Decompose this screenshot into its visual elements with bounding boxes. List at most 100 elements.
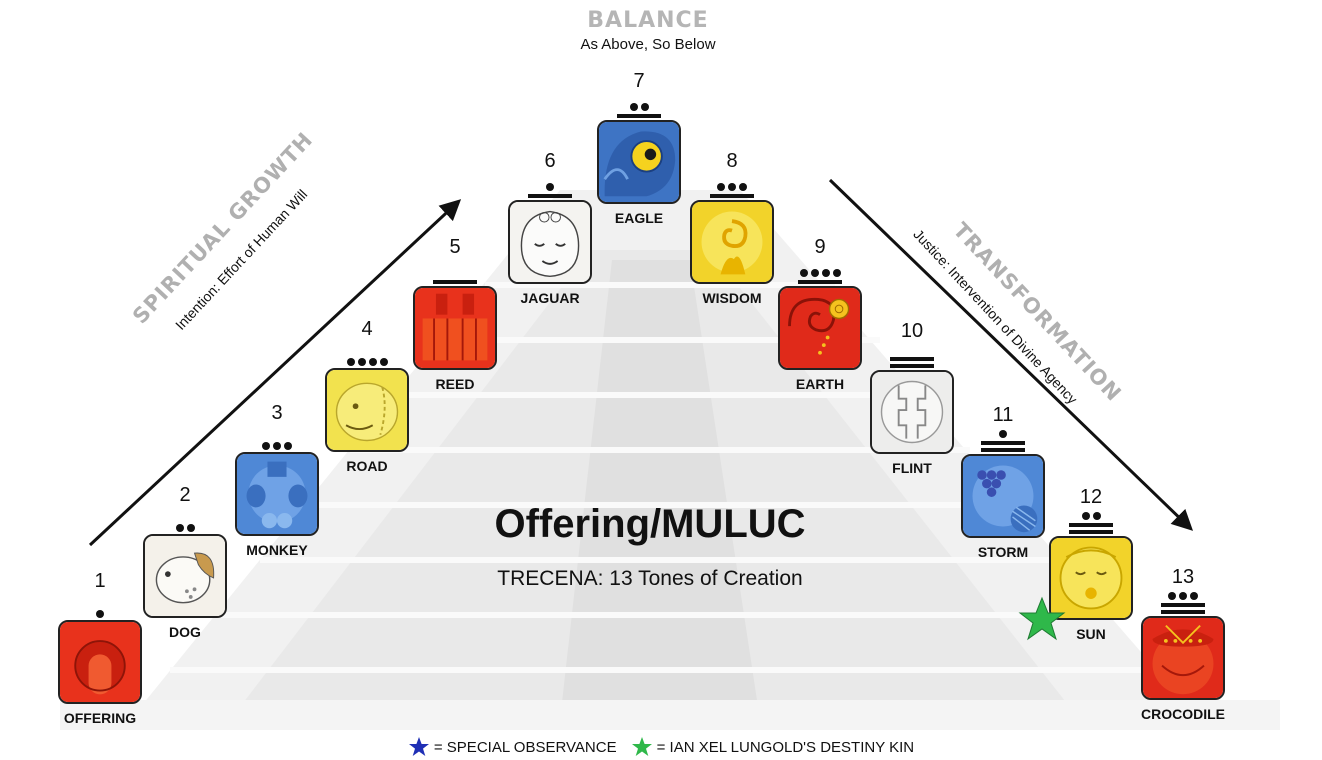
numeral-dots [717,183,747,191]
blue-star-icon [408,737,429,756]
descending-arrow [828,178,1194,531]
numeral-dot [739,183,747,191]
tone-marks [222,424,332,450]
tone-name: STORM [977,544,1029,560]
tone-marks [400,258,510,284]
eagle-glyph-icon [597,120,681,204]
legend-item-destiny-kin: = IAN XEL LUNGOLD'S DESTINY KIN [631,736,915,758]
numeral-dot [186,524,195,532]
tone-number: 4 [361,318,373,340]
numeral-dot [357,358,366,366]
numeral-dot [96,610,104,618]
tone-name: CROCODILE [1141,706,1225,722]
flint-glyph-icon [870,370,954,454]
tone-number: 9 [814,236,826,258]
tone-marks [495,172,605,198]
numeral-dot [1168,592,1176,600]
numeral-dot [175,524,184,532]
numeral-dot [546,183,554,191]
tone-marks [677,172,787,198]
numeral-bar [1069,530,1113,534]
numeral-dot [1179,592,1187,600]
numeral-dot [1092,512,1101,520]
numeral-dots [999,430,1007,438]
numeral-bar [1069,523,1113,527]
numeral-dots [629,103,649,111]
balance-title: BALANCE [587,8,709,33]
dog-glyph-icon [143,534,227,618]
tone-number: 1 [94,570,106,592]
legend-label: = SPECIAL OBSERVANCE [433,738,617,756]
balance-subtitle: As Above, So Below [580,36,716,53]
numeral-dots [1081,512,1101,520]
tone-marks [1128,588,1238,614]
numeral-dot [273,442,281,450]
numeral-dot [999,430,1007,438]
numeral-bar [528,194,572,198]
numeral-dot [728,183,736,191]
numeral-dots [799,269,841,277]
tone-marks [584,92,694,118]
numeral-dot [379,358,388,366]
tone-name: SUN [1076,626,1106,642]
green-star-icon [631,737,652,756]
tone-name: MONKEY [246,542,308,558]
road-glyph-icon [325,368,409,452]
tone-number: 11 [992,404,1014,426]
numeral-dot [810,269,819,277]
numeral-dots [96,610,104,618]
monkey-glyph-icon [235,452,319,536]
tone-number: 8 [726,150,738,172]
reed-glyph-icon [413,286,497,370]
numeral-bar [981,448,1025,452]
numeral-dot [640,103,649,111]
green-star-icon [1018,596,1066,641]
numeral-dots [175,524,195,532]
numeral-dots [546,183,554,191]
tone-number: 6 [544,150,556,172]
numeral-dot [262,442,270,450]
numeral-bar [890,357,934,361]
tone-name: EARTH [795,376,845,392]
numeral-dot [629,103,638,111]
main-title: Offering/MULUC [494,502,806,546]
ascending-arrow [88,199,462,547]
main-subtitle: TRECENA: 13 Tones of Creation [497,567,803,590]
jaguar-glyph-icon [508,200,592,284]
crocodile-glyph-icon [1141,616,1225,700]
tone-name: FLINT [892,460,932,476]
numeral-dot [284,442,292,450]
legend-label: = IAN XEL LUNGOLD'S DESTINY KIN [656,738,915,756]
numeral-dot [1190,592,1198,600]
tone-number: 3 [271,402,283,424]
numeral-dot [821,269,830,277]
tone-marks [765,258,875,284]
tone-name: EAGLE [614,210,664,226]
numeral-dot [717,183,725,191]
numeral-dot [346,358,355,366]
numeral-dot [1081,512,1090,520]
numeral-dot [799,269,808,277]
tone-marks [130,506,240,532]
numeral-bar [1161,610,1205,614]
legend: = SPECIAL OBSERVANCE = IAN XEL LUNGOLD'S… [0,736,1322,758]
earth-glyph-icon [778,286,862,370]
tone-name: JAGUAR [520,290,580,306]
tone-marks [948,426,1058,452]
numeral-bar [798,280,842,284]
numeral-bar [433,280,477,284]
numeral-bar [710,194,754,198]
tone-number: 13 [1171,566,1195,588]
numeral-dots [262,442,292,450]
tone-number: 12 [1079,486,1103,508]
tone-marks [1036,508,1146,534]
numeral-dot [832,269,841,277]
tone-marks [857,342,967,368]
tone-number: 5 [449,236,461,258]
tone-name: WISDOM [702,290,762,306]
tone-name: ROAD [346,458,388,474]
numeral-bar [981,441,1025,445]
storm-glyph-icon [961,454,1045,538]
tone-name: OFFERING [63,710,137,726]
